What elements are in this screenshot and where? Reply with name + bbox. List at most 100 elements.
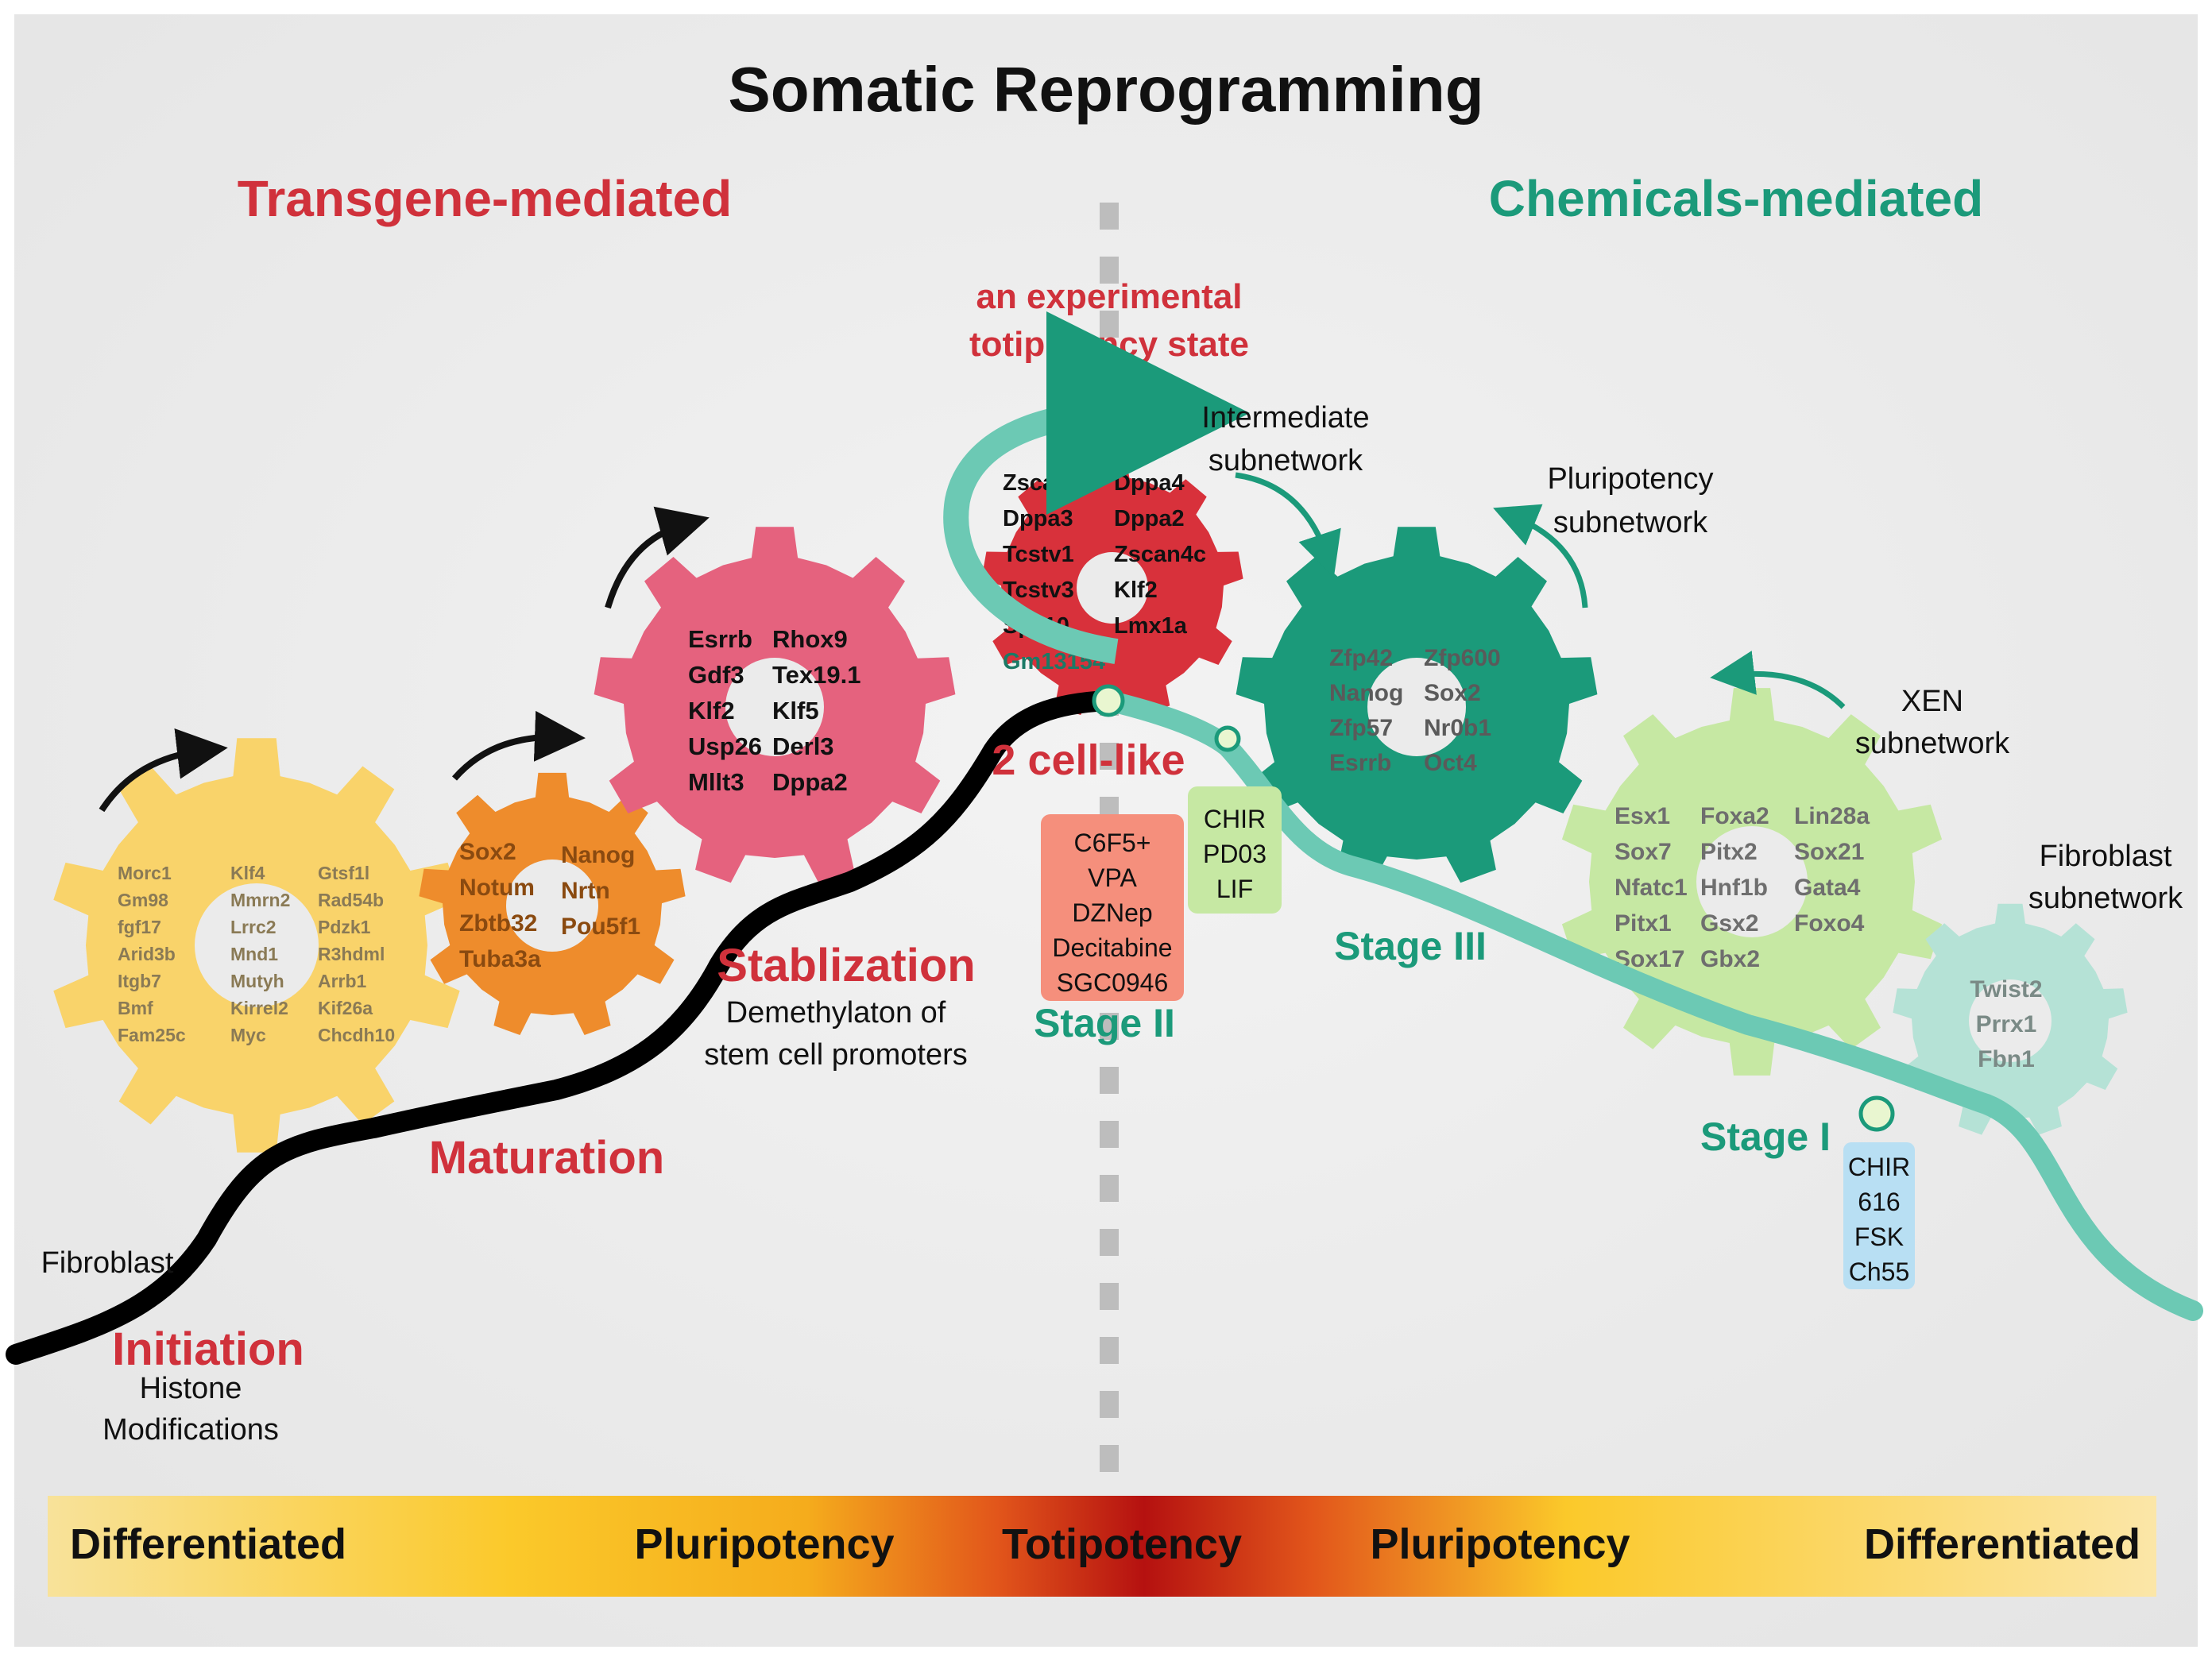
gear-totipotency-hole xyxy=(1077,552,1148,624)
gene-label: Arid3b xyxy=(118,944,176,964)
gene-label: Lmx1a xyxy=(1114,613,1188,639)
gene-label: Klf2 xyxy=(688,697,735,724)
pluripotency-subnetwork-line1: Pluripotency xyxy=(1547,462,1713,496)
xen-subnetwork-line2: subnetwork xyxy=(1855,727,2010,760)
stage-maturation: Maturation xyxy=(429,1132,664,1184)
gene-label: Esrrb xyxy=(1329,750,1391,776)
compound-label: Ch55 xyxy=(1849,1257,1910,1286)
totipotency-caption-line2: totipotency state xyxy=(969,325,1249,364)
compound-label: C6F5+ xyxy=(1074,829,1151,857)
gene-label: Kirrel2 xyxy=(230,998,288,1018)
bar-label-differentiated-left: Differentiated xyxy=(70,1520,346,1568)
heading-transgene: Transgene-mediated xyxy=(238,170,732,227)
bar-label-totipotency: Totipotency xyxy=(1002,1520,1242,1568)
totipotency-cycle-arrow xyxy=(943,311,1250,664)
gene-label: Dppa2 xyxy=(772,768,848,796)
gear-initiation: Morc1Gm98fgf17Arid3bItgb7BmfFam25cKlf4Mm… xyxy=(53,738,460,1153)
xen-arrow xyxy=(1710,651,1846,709)
gene-label: Oct4 xyxy=(1424,750,1477,776)
totipotency-caption-line1: an experimental xyxy=(976,277,1242,316)
gene-label: Gdf3 xyxy=(688,661,744,689)
gene-label: Myc xyxy=(230,1025,266,1045)
compound-label: 616 xyxy=(1858,1188,1900,1216)
gear-xen: Esx1Sox7Nfatc1Pitx1Sox17Foxa2Pitx2Hnf1bG… xyxy=(1561,688,1943,1076)
gene-label: Klf4 xyxy=(230,863,265,883)
compound-label: LIF xyxy=(1216,875,1253,903)
gene-label: Arrb1 xyxy=(318,971,367,991)
gene-label: Mnd1 xyxy=(230,944,278,964)
gene-label: Chcdh10 xyxy=(318,1025,395,1045)
gene-label: Usp26 xyxy=(688,732,762,760)
compound-label: PD03 xyxy=(1203,840,1266,868)
gene-label: Zbtb32 xyxy=(459,910,537,937)
gene-label: Morc1 xyxy=(118,863,172,883)
stage-initiation: Initiation xyxy=(112,1323,304,1375)
gene-label: Dppa3 xyxy=(1003,506,1073,531)
gene-label: Gtsf1l xyxy=(318,863,369,883)
gene-label: Pdzk1 xyxy=(318,917,371,937)
gene-label: Klf5 xyxy=(772,697,819,724)
stage-iii-label: Stage III xyxy=(1334,924,1487,968)
gene-label: Twist2 xyxy=(1970,976,2042,1002)
stabilization-desc-line2: stem cell promoters xyxy=(704,1038,968,1072)
gene-label: Tuba3a xyxy=(459,946,541,972)
transgene-path xyxy=(6,690,1119,1365)
stage1-marker xyxy=(1858,1095,1895,1132)
compound-label: CHIR xyxy=(1204,805,1266,833)
gene-label: R3hdml xyxy=(318,944,385,964)
gene-label: Rhox9 xyxy=(772,625,848,653)
gene-label: Prrx1 xyxy=(1976,1011,2037,1037)
gear-maturation-hole xyxy=(506,860,598,952)
gene-label: Lrrc2 xyxy=(230,917,276,937)
gene-label: Notum xyxy=(459,875,535,901)
bar-label-pluripotency-left: Pluripotency xyxy=(634,1520,894,1568)
intermediate-subnetwork-line1: Intermediate xyxy=(1201,401,1369,435)
gene-label: Nr0b1 xyxy=(1424,715,1491,741)
diagram-title: Somatic Reprogramming xyxy=(728,54,1483,125)
initiation-desc-line2: Modifications xyxy=(102,1413,279,1447)
gene-label: Mutyh xyxy=(230,971,284,991)
gene-label: Fbn1 xyxy=(1978,1046,2035,1072)
gene-label: Gbx2 xyxy=(1700,946,1760,972)
gene-label: Pitx1 xyxy=(1615,910,1672,937)
gene-label: Hnf1b xyxy=(1700,875,1768,901)
gear-xen-hole xyxy=(1696,826,1808,937)
stage-stabilization: Stablization xyxy=(717,940,975,991)
compound-label: FSK xyxy=(1854,1223,1904,1251)
xen-subnetwork-line1: XEN xyxy=(1901,685,1963,718)
gene-label: Sox7 xyxy=(1615,839,1672,865)
gear-stabilization-hole xyxy=(725,658,824,756)
pluripotency-arrow xyxy=(1493,504,1588,608)
gene-label: Esx1 xyxy=(1615,803,1670,829)
heading-chemicals: Chemicals-mediated xyxy=(1489,170,1983,227)
gene-label: Nanog xyxy=(561,842,635,868)
gear-pluripotency-hole xyxy=(1367,658,1466,756)
bar-label-pluripotency-right: Pluripotency xyxy=(1370,1520,1630,1568)
gear-initiation-hole xyxy=(195,883,319,1007)
gene-label: Nfatc1 xyxy=(1615,875,1688,901)
fibroblast-label: Fibroblast xyxy=(41,1246,174,1280)
gene-label: Rad54b xyxy=(318,890,384,910)
gear-fibroblast-hole xyxy=(1969,979,2052,1062)
stage3-compound-box xyxy=(1188,786,1282,914)
compound-label: CHIR xyxy=(1848,1153,1910,1181)
gene-label: Tcstv1 xyxy=(1003,542,1074,567)
gene-label: Zfp42 xyxy=(1329,645,1393,671)
gene-label: Gm98 xyxy=(118,890,168,910)
gene-label: Nanog xyxy=(1329,680,1403,706)
gene-label: Tcstv3 xyxy=(1003,578,1074,603)
pluripotency-subnetwork-line2: subnetwork xyxy=(1553,506,1708,539)
gene-label: fgf17 xyxy=(118,917,161,937)
gene-label: Klf2 xyxy=(1114,578,1158,603)
gene-label: Dppa2 xyxy=(1114,506,1185,531)
gene-label: Lin28a xyxy=(1794,803,1870,829)
gene-label: Itgb7 xyxy=(118,971,161,991)
gene-label: Derl3 xyxy=(772,732,834,760)
fibroblast-subnetwork-line2: subnetwork xyxy=(2028,882,2183,915)
stabilization-desc-line1: Demethylaton of xyxy=(726,996,946,1030)
bar-label-differentiated-right: Differentiated xyxy=(1864,1520,2140,1568)
gene-label: Dppa4 xyxy=(1114,470,1185,496)
